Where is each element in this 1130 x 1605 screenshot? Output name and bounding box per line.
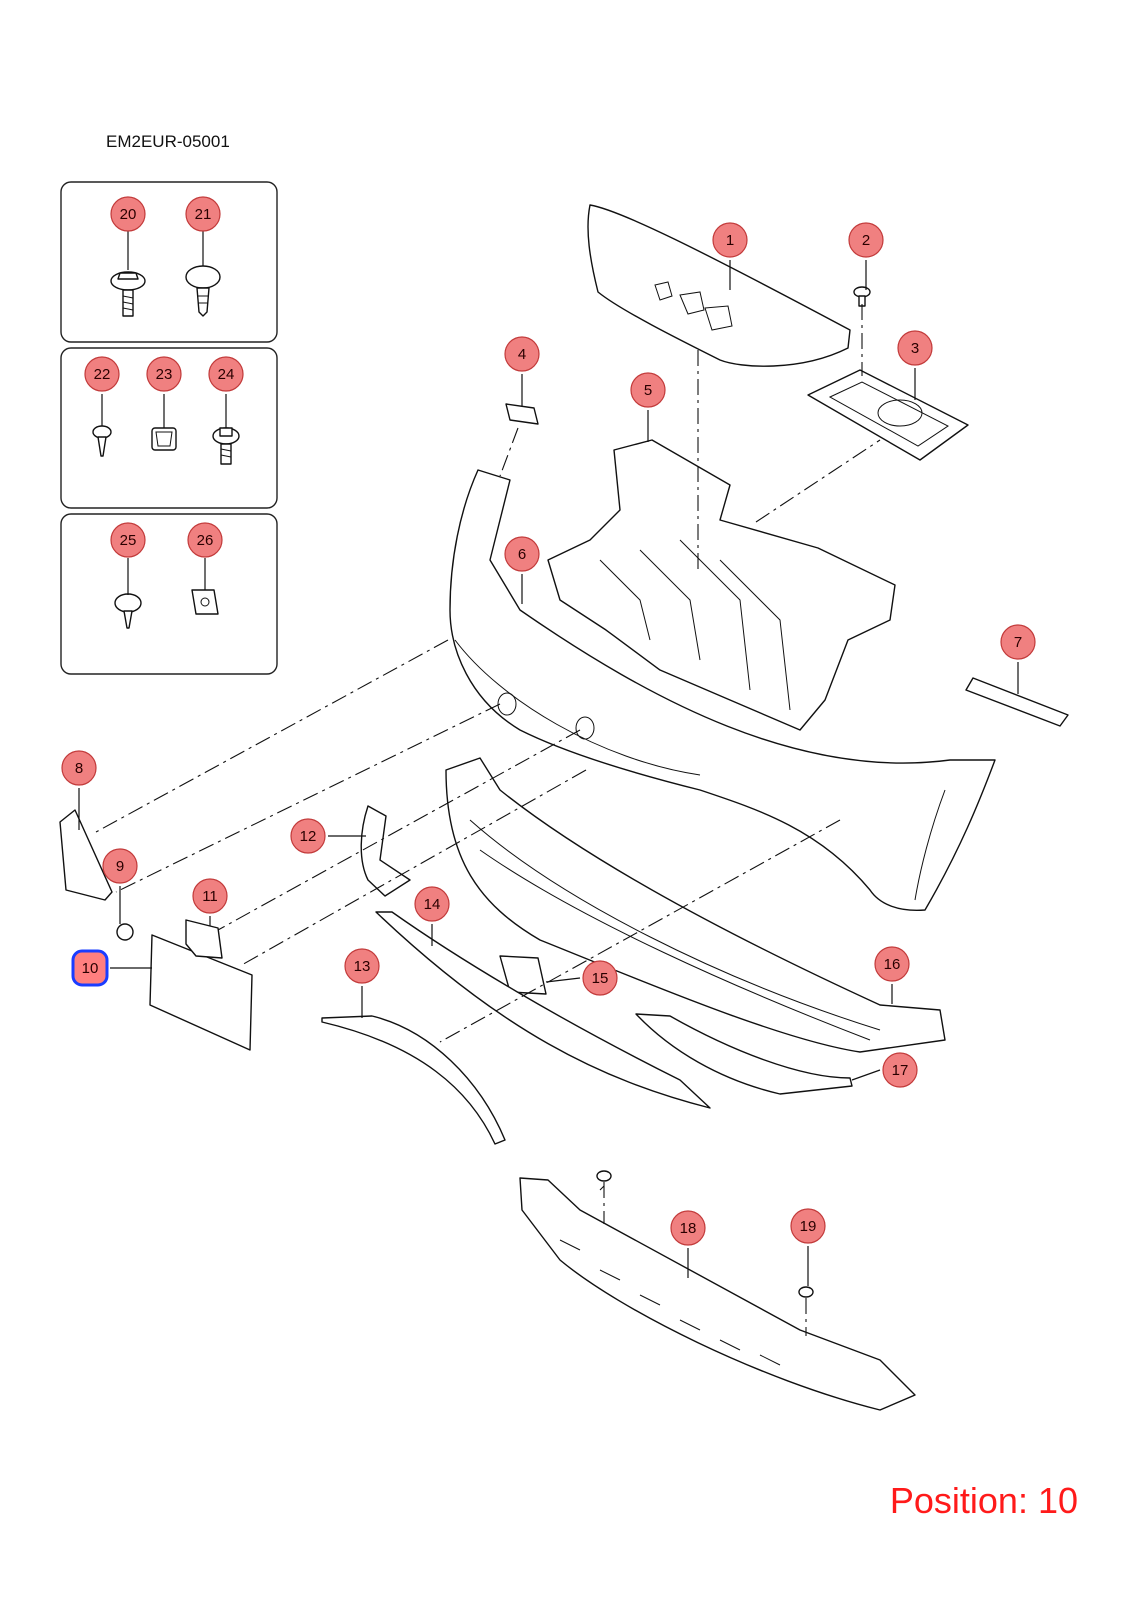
callout-label-26: 26 bbox=[197, 532, 214, 549]
callout-15[interactable] bbox=[582, 960, 618, 996]
hex-bolt-icon bbox=[212, 427, 240, 465]
callout-7[interactable] bbox=[1000, 624, 1036, 660]
callout-label-12: 12 bbox=[300, 828, 317, 845]
fastener-box-1 bbox=[60, 181, 278, 343]
flange-bolt-icon bbox=[110, 271, 146, 317]
screw-icon bbox=[92, 425, 112, 457]
callout-label-10: 10 bbox=[82, 960, 99, 977]
callout-label-17: 17 bbox=[892, 1062, 909, 1079]
callout-22[interactable] bbox=[84, 356, 120, 392]
callout-1[interactable] bbox=[712, 222, 748, 258]
speed-nut-icon bbox=[191, 589, 219, 615]
callout-label-3: 3 bbox=[911, 340, 919, 357]
lower-grille[interactable] bbox=[445, 757, 946, 1053]
callout-label-4: 4 bbox=[518, 346, 526, 363]
callout-label-15: 15 bbox=[592, 970, 609, 987]
callout-label-5: 5 bbox=[644, 382, 652, 399]
callout-24[interactable] bbox=[208, 356, 244, 392]
diagram-code: EM2EUR-05001 bbox=[106, 132, 230, 151]
callout-label-1: 1 bbox=[726, 232, 734, 249]
reinforcement-frame[interactable] bbox=[547, 439, 896, 731]
grille-panel[interactable] bbox=[587, 204, 851, 367]
bracket-part-4[interactable] bbox=[505, 403, 539, 425]
callout-label-24: 24 bbox=[218, 366, 235, 383]
callout-9[interactable] bbox=[102, 848, 138, 884]
callout-11[interactable] bbox=[192, 878, 228, 914]
callout-label-13: 13 bbox=[354, 958, 371, 975]
callout-label-20: 20 bbox=[120, 206, 137, 223]
callout-label-7: 7 bbox=[1014, 634, 1022, 651]
bumper-side-bracket[interactable] bbox=[360, 805, 411, 897]
fastener-box-3 bbox=[60, 513, 278, 675]
callout-label-25: 25 bbox=[120, 532, 137, 549]
callout-20[interactable] bbox=[110, 196, 146, 232]
callout-8[interactable] bbox=[61, 750, 97, 786]
tow-hook-cap[interactable] bbox=[116, 923, 134, 941]
lower-spoiler[interactable] bbox=[635, 1013, 853, 1095]
callout-18[interactable] bbox=[670, 1210, 706, 1246]
license-plate-holder[interactable] bbox=[149, 934, 253, 1051]
bumper-cover[interactable] bbox=[449, 469, 996, 912]
bolt-part-2[interactable] bbox=[853, 286, 871, 307]
position-indicator: Position: 10 bbox=[889, 1480, 1078, 1521]
support-bracket[interactable] bbox=[807, 369, 969, 461]
callout-label-6: 6 bbox=[518, 546, 526, 563]
callout-2[interactable] bbox=[848, 222, 884, 258]
callout-label-14: 14 bbox=[424, 896, 441, 913]
callout-6[interactable] bbox=[504, 536, 540, 572]
callout-25[interactable] bbox=[110, 522, 146, 558]
callout-16[interactable] bbox=[874, 946, 910, 982]
clip-nut-icon bbox=[151, 427, 177, 451]
plate-bracket[interactable] bbox=[185, 919, 223, 959]
callout-label-21: 21 bbox=[195, 206, 212, 223]
lower-trim-strip[interactable] bbox=[375, 911, 711, 1109]
callout-23[interactable] bbox=[146, 356, 182, 392]
callout-12[interactable] bbox=[290, 818, 326, 854]
callout-4[interactable] bbox=[504, 336, 540, 372]
grille-cover[interactable] bbox=[499, 955, 547, 995]
callout-label-19: 19 bbox=[800, 1218, 817, 1235]
side-trim-left[interactable] bbox=[59, 809, 113, 901]
callout-5[interactable] bbox=[630, 372, 666, 408]
callout-label-11: 11 bbox=[202, 888, 218, 905]
callout-3[interactable] bbox=[897, 330, 933, 366]
callout-10-selected[interactable] bbox=[71, 949, 109, 987]
callout-label-8: 8 bbox=[75, 760, 83, 777]
side-bracket-strip[interactable] bbox=[965, 677, 1069, 727]
absorber-screw[interactable] bbox=[596, 1170, 814, 1298]
callout-label-22: 22 bbox=[94, 366, 111, 383]
callout-label-18: 18 bbox=[680, 1220, 697, 1237]
callout-14[interactable] bbox=[414, 886, 450, 922]
side-strip[interactable] bbox=[321, 1015, 506, 1145]
callout-21[interactable] bbox=[185, 196, 221, 232]
callout-label-9: 9 bbox=[116, 858, 124, 875]
energy-absorber[interactable] bbox=[519, 1177, 916, 1411]
leader-lines bbox=[78, 260, 1019, 1286]
callout-17[interactable] bbox=[882, 1052, 918, 1088]
assembly-lines bbox=[95, 304, 881, 1336]
callout-13[interactable] bbox=[344, 948, 380, 984]
callout-label-2: 2 bbox=[862, 232, 870, 249]
callout-label-16: 16 bbox=[884, 956, 901, 973]
callout-26[interactable] bbox=[187, 522, 223, 558]
callout-19[interactable] bbox=[790, 1208, 826, 1244]
callout-label-23: 23 bbox=[156, 366, 173, 383]
